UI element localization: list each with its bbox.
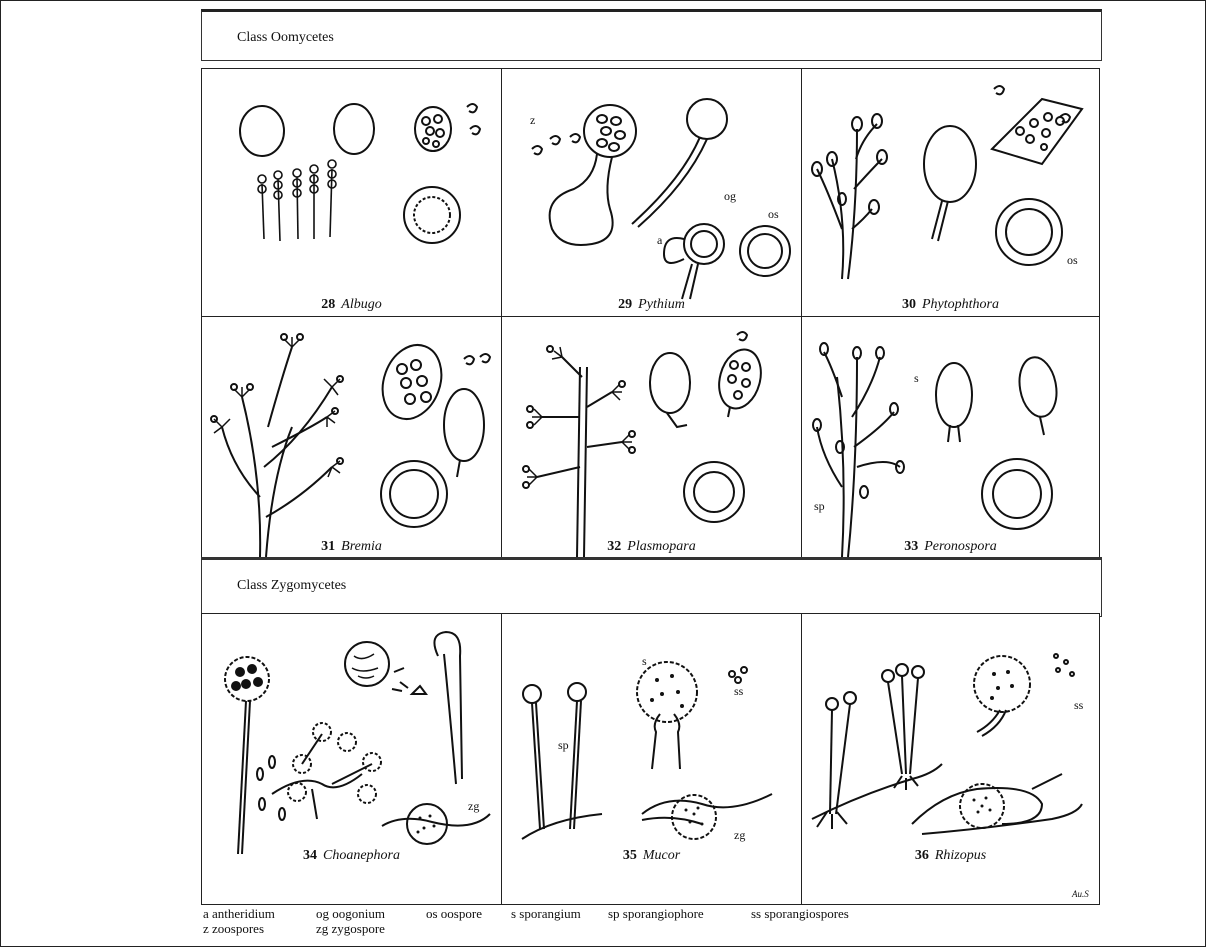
plasmopara-illustration — [502, 317, 803, 560]
panel-caption-phytophthora: 30 Phytophthora — [802, 297, 1099, 313]
legend-item: zg zygospore — [316, 921, 385, 936]
label-sp: sp — [558, 738, 569, 753]
panel-mucor: s ss sp zg 35 Mucor — [501, 613, 802, 905]
label-s: s — [642, 654, 647, 669]
legend-item: os oospore — [426, 906, 482, 921]
panel-caption-plasmopara: 32 Plasmopara — [502, 539, 801, 555]
panel-number: 32 — [607, 539, 621, 554]
label-os: os — [768, 207, 779, 222]
panel-caption-albugo: 28 Albugo — [202, 297, 501, 313]
genus-name: Bremia — [341, 539, 382, 554]
pythium-illustration — [502, 69, 803, 318]
panel-bremia: 31 Bremia — [201, 316, 502, 559]
genus-name: Pythium — [638, 297, 685, 312]
panel-caption-bremia: 31 Bremia — [202, 539, 501, 555]
section-header-zygomycetes: Class Zygomycetes — [201, 557, 1102, 617]
panel-number: 30 — [902, 297, 916, 312]
albugo-illustration — [202, 69, 503, 318]
legend-item: sp sporangiophore — [608, 906, 704, 921]
label-z: z — [530, 113, 535, 128]
panel-phytophthora: os 30 Phytophthora — [801, 68, 1100, 317]
panel-number: 36 — [915, 848, 929, 863]
label-ss: ss — [1074, 698, 1083, 713]
section-title-zygomycetes: Class Zygomycetes — [237, 578, 346, 594]
label-os: os — [1067, 253, 1078, 268]
panel-caption-rhizopus: 36 Rhizopus — [802, 848, 1099, 864]
panel-choanephora: zg 34 Choanephora — [201, 613, 502, 905]
artist-signature: Au.S — [1072, 889, 1089, 899]
label-sp: sp — [814, 499, 825, 514]
panel-caption-pythium: 29 Pythium — [502, 297, 801, 313]
genus-name: Choanephora — [323, 848, 400, 863]
legend-item: s sporangium — [511, 906, 581, 921]
panel-caption-mucor: 35 Mucor — [502, 848, 801, 864]
label-zg: zg — [468, 799, 479, 814]
label-s: s — [914, 371, 919, 386]
panel-number: 28 — [321, 297, 335, 312]
phytophthora-illustration — [802, 69, 1101, 318]
genus-name: Phytophthora — [922, 297, 999, 312]
panel-number: 33 — [904, 539, 918, 554]
panel-plasmopara: 32 Plasmopara — [501, 316, 802, 559]
legend-item: z zoospores — [203, 921, 264, 936]
panel-number: 35 — [623, 848, 637, 863]
panel-number: 29 — [618, 297, 632, 312]
panel-rhizopus: ss 36 Rhizopus Au.S — [801, 613, 1100, 905]
legend-item: ss sporangiospores — [751, 906, 849, 921]
panel-caption-choanephora: 34 Choanephora — [202, 848, 501, 864]
panel-caption-peronospora: 33 Peronospora — [802, 539, 1099, 555]
genus-name: Albugo — [341, 297, 381, 312]
legend-item: og oogonium — [316, 906, 385, 921]
section-title-oomycetes: Class Oomycetes — [237, 30, 334, 46]
genus-name: Mucor — [643, 848, 680, 863]
panel-albugo: 28 Albugo — [201, 68, 502, 317]
genus-name: Plasmopara — [627, 539, 695, 554]
panel-pythium: z a og os 29 Pythium — [501, 68, 802, 317]
label-ss: ss — [734, 684, 743, 699]
panel-number: 31 — [321, 539, 335, 554]
fungi-plate: Class Oomycetes 28 Albugo — [201, 9, 1102, 905]
bremia-illustration — [202, 317, 503, 560]
label-a: a — [657, 233, 662, 248]
panel-number: 34 — [303, 848, 317, 863]
genus-name: Rhizopus — [935, 848, 986, 863]
label-zg: zg — [734, 828, 745, 843]
panel-peronospora: s sp 33 Peronospora — [801, 316, 1100, 559]
label-og: og — [724, 189, 736, 204]
section-header-oomycetes: Class Oomycetes — [201, 9, 1102, 61]
peronospora-illustration — [802, 317, 1101, 560]
legend-item: a antheridium — [203, 906, 275, 921]
genus-name: Peronospora — [924, 539, 997, 554]
